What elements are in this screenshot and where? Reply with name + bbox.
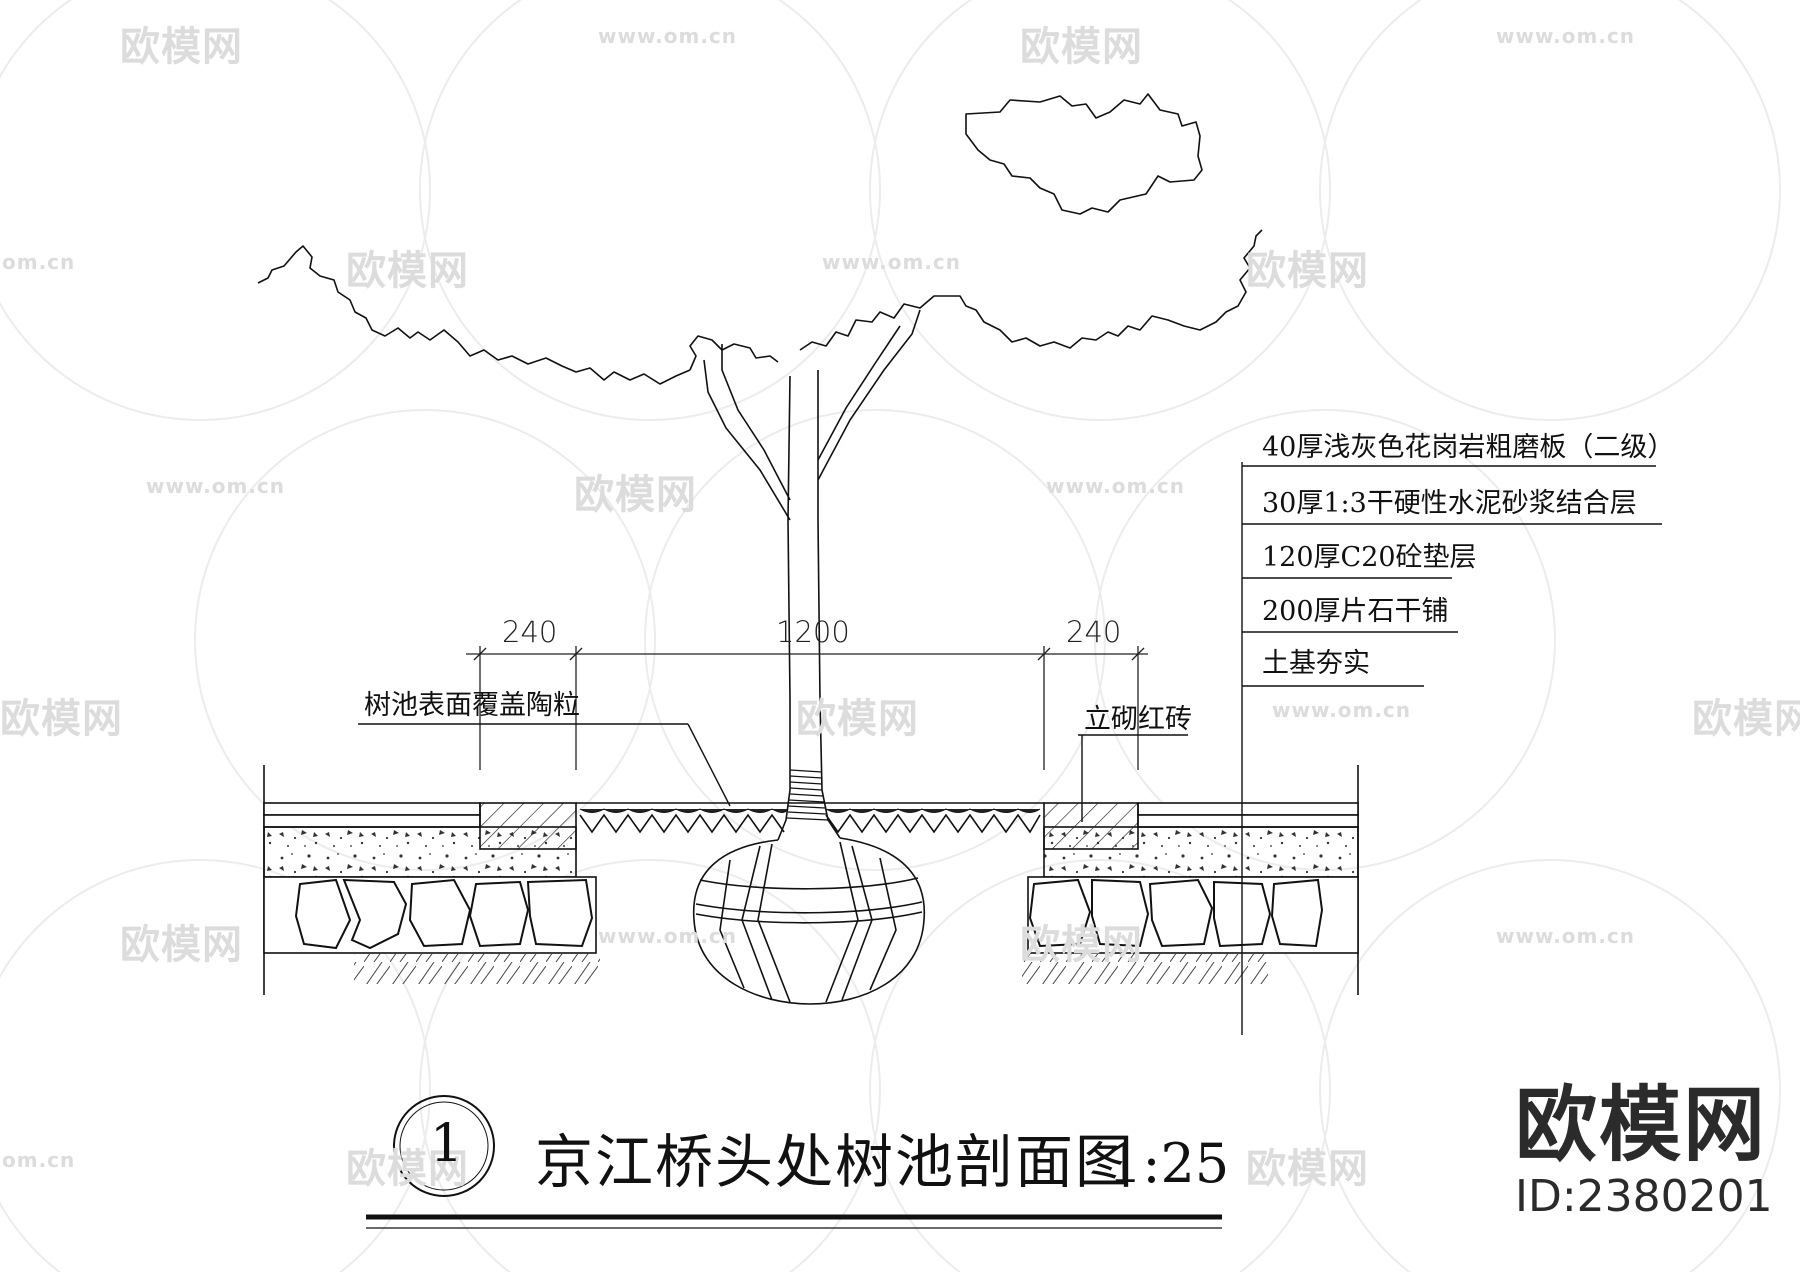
watermark-url: www.om.cn <box>146 474 286 498</box>
drawing-scale: 1:25 <box>1108 1132 1230 1195</box>
watermark-url: om.cn <box>2 250 76 274</box>
layer-label: 土基夯实 <box>1262 648 1370 679</box>
dimension-lines <box>466 646 1148 770</box>
brand-id: ID:2380201 <box>1515 1171 1773 1222</box>
watermark-brand: 欧模网 <box>1020 922 1143 968</box>
watermark-url: www.om.cn <box>1272 698 1412 722</box>
watermark-url: www.om.cn <box>598 924 738 948</box>
watermark-brand: 欧模网 <box>1020 24 1143 70</box>
callout-red-brick: 立砌红砖 <box>1084 704 1192 735</box>
watermark-url: www.om.cn <box>1496 24 1636 48</box>
dimension-left: 240 <box>502 615 558 649</box>
compacted-soil <box>354 954 1268 984</box>
dimension-right: 240 <box>1066 615 1122 649</box>
layer-label: 30厚1:3干硬性水泥砂浆结合层 <box>1262 488 1637 519</box>
layer-label: 40厚浅灰色花岗岩粗磨板（二级） <box>1262 432 1675 463</box>
drawing-title: 京江桥头处树池剖面图 <box>535 1128 1136 1196</box>
watermark-url: www.om.cn <box>598 24 738 48</box>
tree-trunk <box>703 309 921 841</box>
watermark-brand: 欧模网 <box>0 696 123 742</box>
watermark-brand: 欧模网 <box>346 248 469 294</box>
watermark-brand: 欧模网 <box>1692 696 1800 742</box>
pavement-section <box>263 765 1359 995</box>
brand-logo-text: 欧模网 <box>1515 1078 1768 1173</box>
watermark-brand: 欧模网 <box>574 472 697 518</box>
watermark-brand: 欧模网 <box>796 696 919 742</box>
pit-surface <box>576 802 1044 834</box>
layer-label: 120厚C20砼垫层 <box>1262 542 1477 573</box>
watermark-url: om.cn <box>2 1148 76 1172</box>
watermark-url: www.om.cn <box>822 250 962 274</box>
callout-pit-cover: 树池表面覆盖陶粒 <box>364 690 580 721</box>
watermark-brand: 欧模网 <box>1246 248 1369 294</box>
root-ball <box>692 837 926 1005</box>
layer-label: 200厚片石干铺 <box>1262 596 1449 627</box>
watermark-brand: 欧模网 <box>120 24 243 70</box>
title-block <box>366 1095 1222 1229</box>
rubble-stones <box>294 878 1324 950</box>
watermark-brand: 欧模网 <box>1246 1146 1369 1192</box>
watermark-url: www.om.cn <box>1046 474 1186 498</box>
detail-number: 1 <box>430 1114 464 1174</box>
watermark-brand: 欧模网 <box>346 1146 469 1192</box>
trunk-wrap <box>786 769 829 821</box>
watermark-url: www.om.cn <box>1496 924 1636 948</box>
leader-lines <box>358 462 1662 1035</box>
watermark-brand: 欧模网 <box>120 922 243 968</box>
dimension-middle: 1200 <box>776 615 850 649</box>
